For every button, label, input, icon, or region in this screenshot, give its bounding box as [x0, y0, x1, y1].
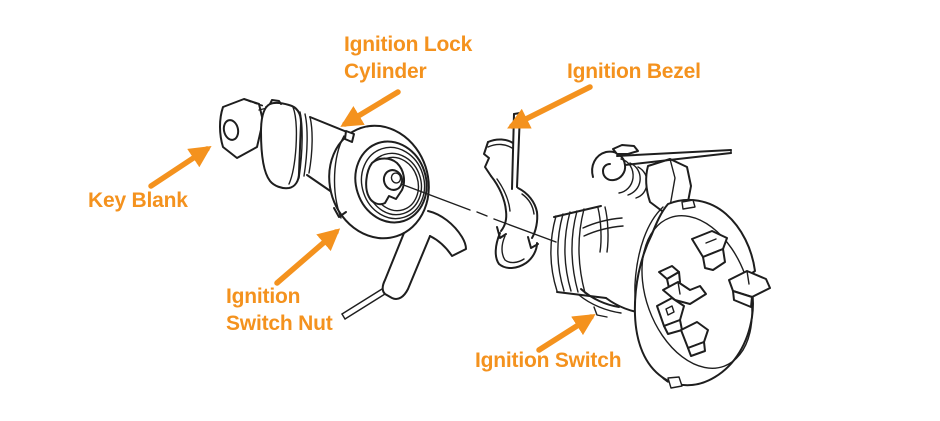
bezel-drawing: [483, 112, 539, 269]
terminal-blades: [656, 230, 771, 357]
bracket-drawing: [341, 210, 467, 320]
switch-nut-arrow: [274, 228, 341, 286]
lock-cylinder-drawing: [260, 99, 348, 198]
axis-line: [400, 183, 557, 243]
bezel-label: Ignition Bezel: [567, 60, 701, 83]
bezel-arrow: [507, 84, 593, 129]
ignition-switch-drawing: [550, 144, 771, 389]
lock-cylinder-arrow: [340, 89, 401, 127]
ignition-switch-arrow: [536, 314, 596, 353]
key-blank-arrow: [148, 145, 212, 189]
ignition-switch-label: Ignition Switch: [475, 349, 622, 372]
switch-nut-drawing: [328, 124, 430, 240]
switch-nut-label: Ignition Switch Nut: [226, 285, 333, 335]
lock-cylinder-label: Ignition Lock Cylinder: [344, 33, 473, 83]
key-blank-label: Key Blank: [88, 189, 188, 212]
